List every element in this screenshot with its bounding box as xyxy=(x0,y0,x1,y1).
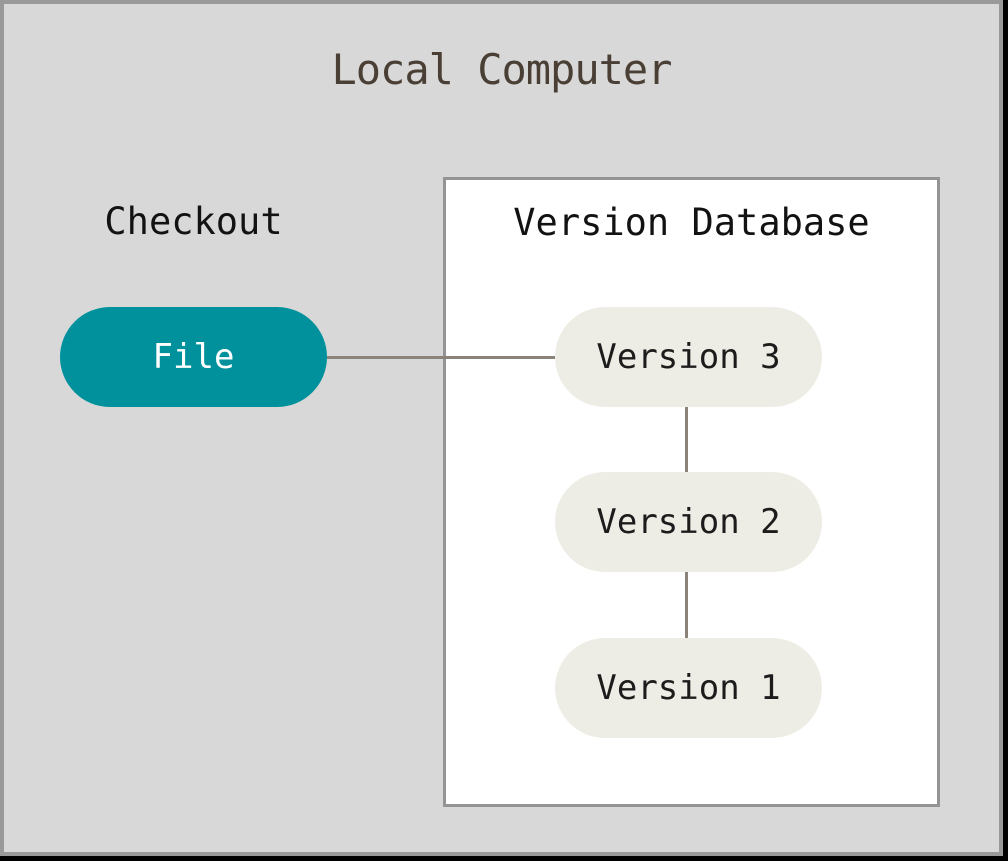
file-node: File xyxy=(60,307,327,407)
connector-version3-to-version2 xyxy=(685,407,688,473)
connector-version2-to-version1 xyxy=(685,572,688,638)
version1-node: Version 1 xyxy=(555,638,822,738)
version3-node: Version 3 xyxy=(555,307,822,407)
version1-node-label: Version 1 xyxy=(596,668,781,708)
diagram-title: Local Computer xyxy=(331,45,672,94)
file-node-label: File xyxy=(152,337,235,377)
version3-node-label: Version 3 xyxy=(596,337,781,377)
checkout-label: Checkout xyxy=(104,200,283,243)
version-database-label: Version Database xyxy=(513,201,870,244)
connector-file-to-version3 xyxy=(327,356,555,359)
version2-node: Version 2 xyxy=(555,472,822,572)
version2-node-label: Version 2 xyxy=(596,502,781,542)
